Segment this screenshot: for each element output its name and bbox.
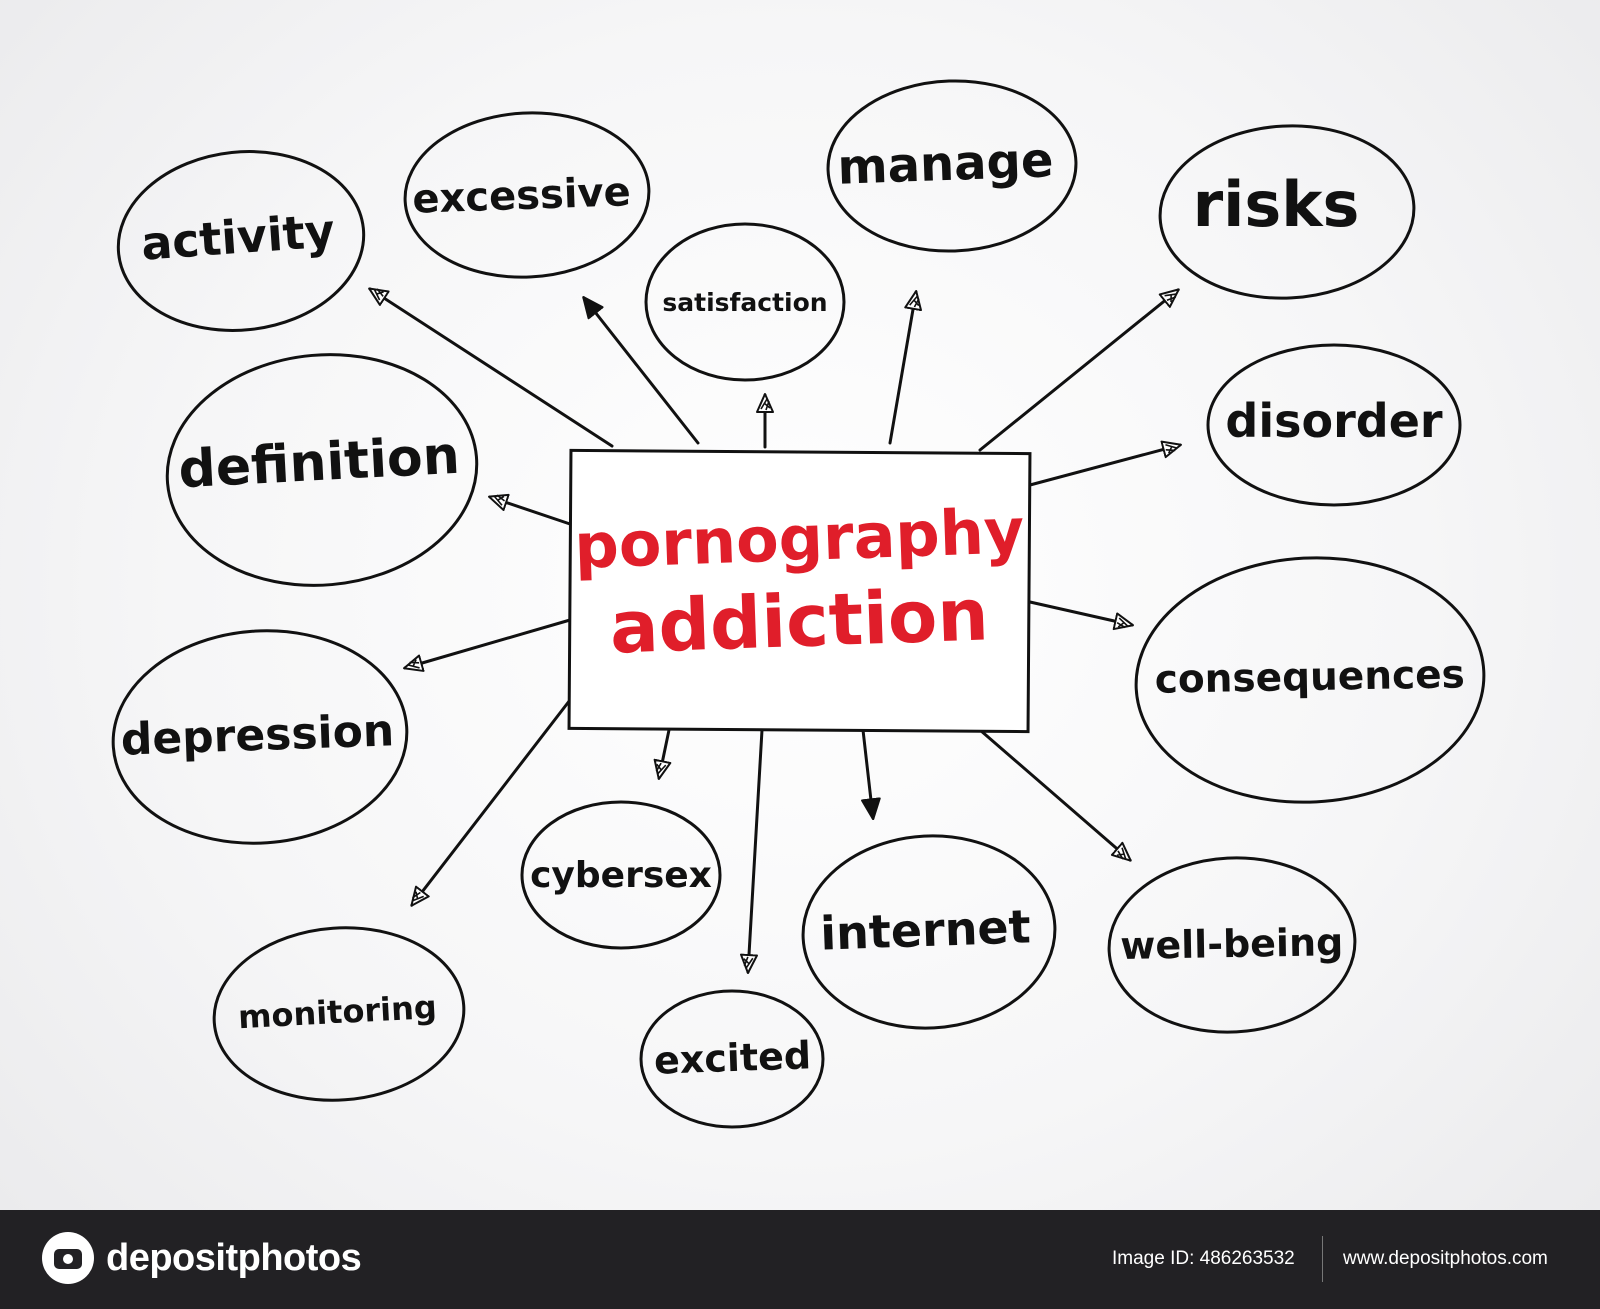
arrow-to-activity xyxy=(368,287,614,448)
ellipse-cybersex xyxy=(520,800,722,950)
ellipse-monitoring xyxy=(212,926,466,1102)
ellipse-internet xyxy=(801,834,1057,1030)
node-internet: internet xyxy=(819,899,1031,960)
ellipse-consequences xyxy=(1134,556,1486,804)
node-well-being: well-being xyxy=(1120,920,1344,968)
ellipse-definition xyxy=(165,353,479,587)
arrow-to-consequences xyxy=(1028,600,1134,631)
watermark-footer: depositphotos Image ID: 486263532 www.de… xyxy=(0,1210,1600,1309)
arrow-to-risks xyxy=(978,288,1180,452)
footer-divider xyxy=(1322,1236,1323,1282)
node-labels: activity excessive satisfaction manage r… xyxy=(120,132,1465,1082)
image-id: Image ID: 486263532 xyxy=(1112,1248,1295,1269)
arrow-to-monitoring xyxy=(410,698,572,907)
brand[interactable]: depositphotos xyxy=(42,1232,362,1284)
arrow-to-disorder xyxy=(1028,440,1182,487)
node-disorder: disorder xyxy=(1225,394,1442,448)
arrow-to-definition xyxy=(488,493,572,526)
center-title-line1: pornography xyxy=(573,494,1025,583)
node-risks: risks xyxy=(1193,168,1360,241)
connector-arrows xyxy=(368,287,1182,974)
ellipse-excessive xyxy=(403,111,651,279)
node-excited: excited xyxy=(653,1033,811,1082)
arrow-to-excited xyxy=(739,728,764,974)
arrow-to-manage xyxy=(888,290,922,445)
arrow-to-excessive xyxy=(582,296,700,445)
website-link[interactable]: www.depositphotos.com xyxy=(1343,1248,1548,1269)
ellipse-activity xyxy=(116,150,366,332)
node-consequences: consequences xyxy=(1154,652,1465,702)
brand-name: depositphotos xyxy=(106,1236,362,1279)
center-box xyxy=(567,448,1032,734)
ellipse-disorder xyxy=(1206,343,1462,507)
node-satisfaction: satisfaction xyxy=(662,288,827,317)
arrow-to-internet xyxy=(861,728,881,821)
node-excessive: excessive xyxy=(412,169,632,223)
camera-logo-icon xyxy=(42,1232,94,1284)
ellipse-risks xyxy=(1158,124,1416,300)
ellipse-well-being xyxy=(1107,856,1357,1034)
arrow-to-well-being xyxy=(978,728,1132,862)
node-shapes xyxy=(111,79,1486,1129)
node-monitoring: monitoring xyxy=(237,988,438,1036)
node-definition: definition xyxy=(177,426,461,501)
node-activity: activity xyxy=(139,203,336,270)
mind-map-canvas: pornography addiction activity excessive… xyxy=(111,79,1486,1129)
ellipse-excited xyxy=(639,989,825,1129)
ellipse-manage xyxy=(826,79,1078,253)
node-depression: depression xyxy=(120,705,395,766)
arrow-to-cybersex xyxy=(653,728,672,780)
node-cybersex: cybersex xyxy=(530,855,712,896)
ellipse-satisfaction xyxy=(644,222,846,382)
ellipse-depression xyxy=(111,629,409,845)
center-title-line2: addiction xyxy=(608,572,990,669)
arrow-to-depression xyxy=(403,618,572,672)
node-manage: manage xyxy=(837,132,1055,196)
